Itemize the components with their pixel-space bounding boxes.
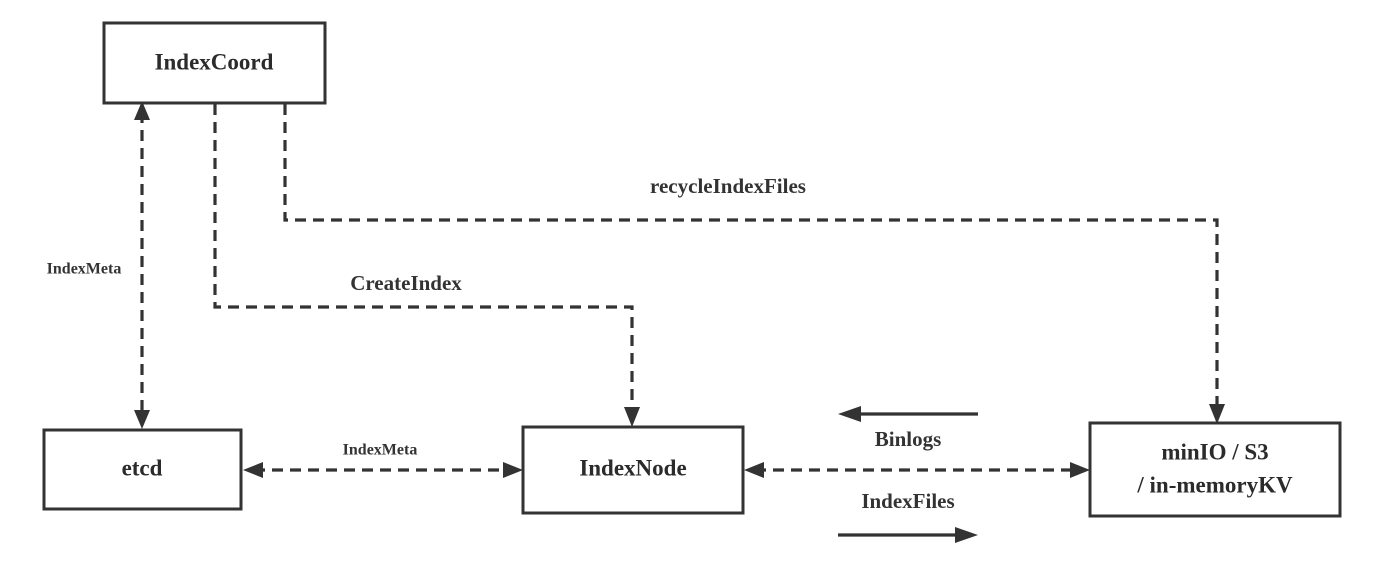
- edge-index-files: IndexFiles: [838, 489, 978, 543]
- node-index-node-label: IndexNode: [579, 455, 686, 480]
- edge-binlogs-arrow: [838, 406, 861, 422]
- edge-create-index: CreateIndex: [213, 104, 640, 427]
- edge-index-meta-vertical-arrow-up: [134, 101, 150, 120]
- edge-label-index-meta-horizontal: IndexMeta: [343, 442, 418, 459]
- edge-create-index-arrow: [624, 407, 640, 427]
- edge-index-files-arrow: [955, 527, 978, 543]
- edge-index-node-minio-arrow-left: [744, 462, 764, 478]
- node-index-coord[interactable]: IndexCoord: [102, 21, 327, 105]
- edge-create-index-line: [213, 104, 634, 416]
- edge-recycle-index-files-arrow: [1209, 404, 1225, 424]
- node-etcd[interactable]: etcd: [42, 428, 243, 511]
- node-etcd-box[interactable]: [42, 428, 243, 511]
- edge-label-index-files: IndexFiles: [861, 489, 954, 513]
- edge-label-recycle-index-files: recycleIndexFiles: [650, 174, 806, 198]
- edge-binlogs: Binlogs: [838, 406, 978, 451]
- edge-label-create-index: CreateIndex: [350, 271, 462, 295]
- edge-index-node-minio-arrow-right: [1070, 462, 1090, 478]
- edge-index-meta-vertical-arrow-down: [134, 410, 150, 429]
- edge-index-meta-horizontal-arrow-left: [243, 462, 263, 478]
- node-minio[interactable]: minIO / S3 / in-memoryKV: [1088, 421, 1342, 518]
- node-index-node-box[interactable]: [521, 425, 745, 515]
- node-etcd-label: etcd: [122, 455, 163, 480]
- node-index-coord-box[interactable]: [102, 21, 327, 105]
- edge-recycle-index-files-line: [283, 104, 1219, 413]
- node-index-coord-label: IndexCoord: [155, 49, 274, 74]
- edge-index-node-minio: [744, 462, 1090, 478]
- edge-index-meta-horizontal: IndexMeta: [243, 442, 523, 478]
- node-minio-box[interactable]: [1088, 421, 1342, 518]
- edge-label-binlogs: Binlogs: [875, 427, 942, 451]
- edge-index-meta-horizontal-arrow-right: [503, 462, 523, 478]
- node-minio-label-line1: minIO / S3: [1161, 439, 1268, 464]
- edge-label-index-meta-vertical: IndexMeta: [47, 261, 122, 278]
- edge-recycle-index-files: recycleIndexFiles: [283, 104, 1225, 424]
- edge-index-meta-vertical: IndexMeta: [47, 101, 150, 429]
- node-minio-label-line2: / in-memoryKV: [1136, 472, 1293, 497]
- node-index-node[interactable]: IndexNode: [521, 425, 745, 515]
